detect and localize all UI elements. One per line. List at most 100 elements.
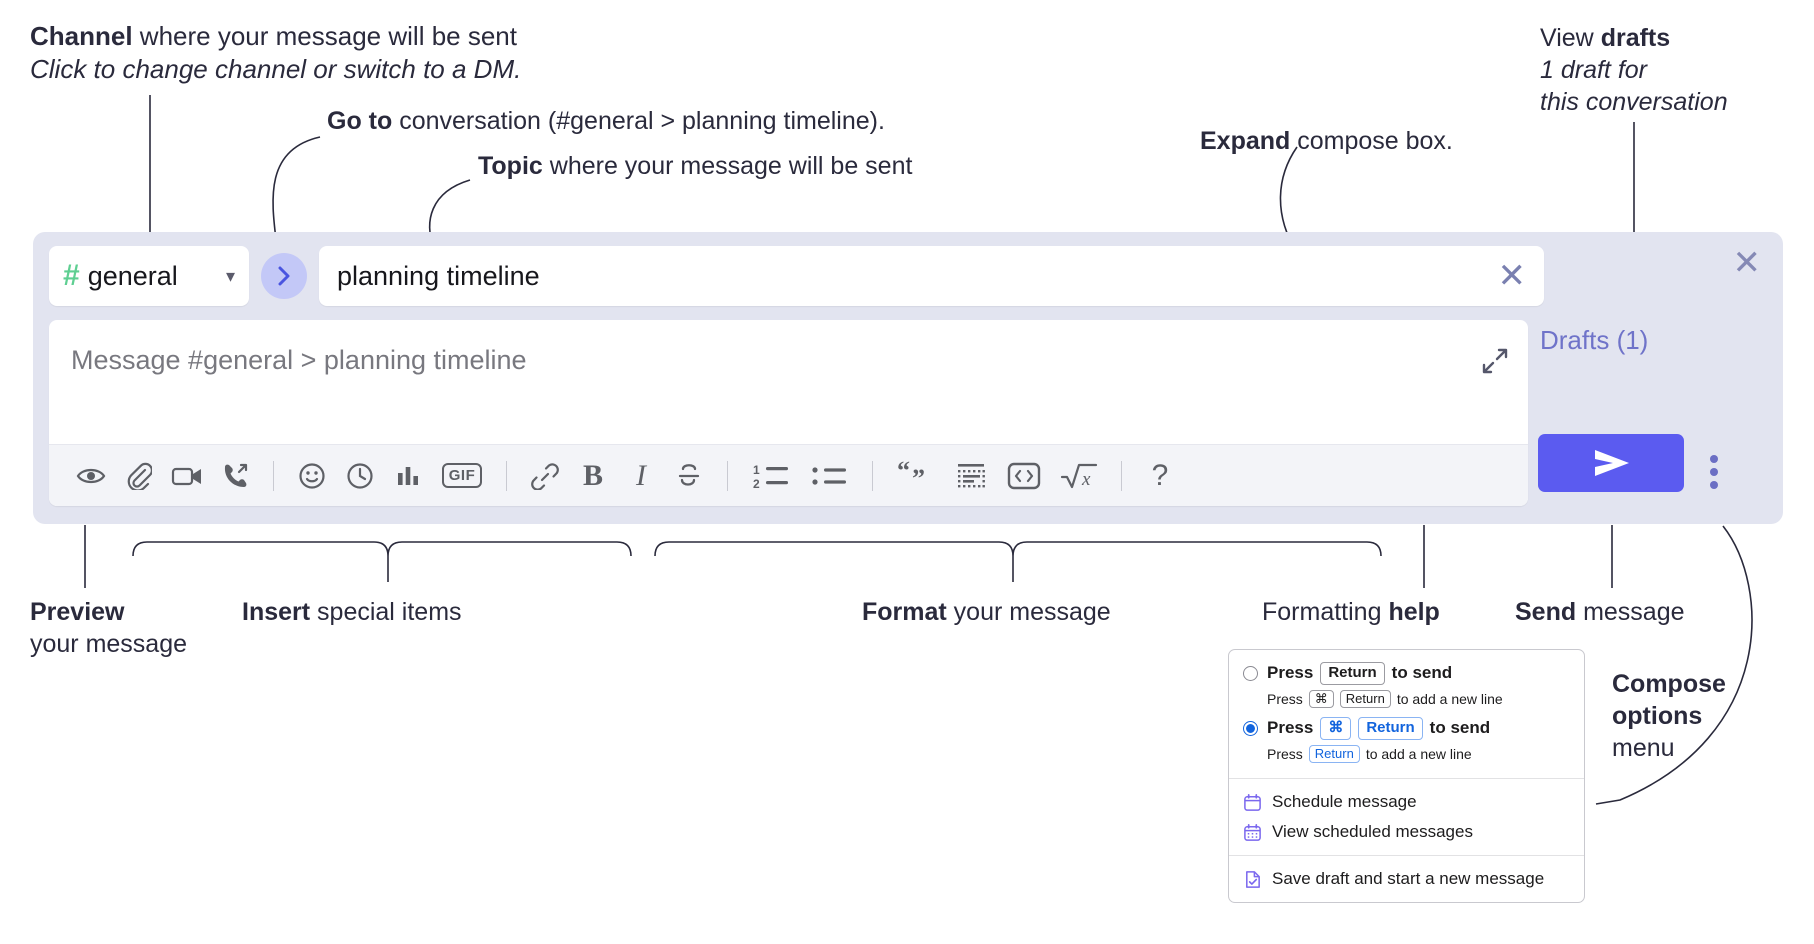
menu-divider	[1229, 855, 1584, 856]
annotation-format-bold: Format	[862, 598, 947, 626]
strikethrough-icon[interactable]	[665, 454, 713, 498]
annotation-goto-rest: conversation (#general > planning timeli…	[392, 107, 885, 135]
close-icon[interactable]: ✕	[1497, 257, 1527, 295]
annotation-goto: Go to conversation (#general > planning …	[327, 105, 1027, 137]
link-icon[interactable]	[521, 454, 569, 498]
video-clip-icon[interactable]	[163, 454, 211, 498]
bold-icon[interactable]: B	[569, 454, 617, 498]
italic-label: I	[636, 458, 646, 492]
bold-label: B	[582, 458, 603, 492]
message-input-area[interactable]: Message #general > planning timeline	[49, 320, 1528, 506]
poll-icon[interactable]	[384, 454, 432, 498]
option-1-main-pre: Press	[1267, 718, 1314, 738]
chevron-right-icon	[278, 266, 289, 286]
send-button[interactable]	[1538, 434, 1684, 492]
annotation-send-rest: message	[1576, 598, 1685, 626]
annotation-drafts: View drafts 1 draft for this conversatio…	[1540, 22, 1814, 118]
channel-name: general	[87, 260, 178, 291]
annotation-channel-bold: Channel	[30, 21, 133, 51]
menu-divider	[1229, 778, 1584, 779]
annotation-help-bold: help	[1388, 598, 1440, 626]
annotation-help-pre: Formatting	[1262, 598, 1389, 626]
option-0-sub-pre: Press	[1267, 690, 1303, 707]
annotation-preview: Preview your message	[30, 596, 250, 660]
annotation-expand-rest: compose box.	[1290, 127, 1453, 155]
compose-options-button[interactable]	[1710, 455, 1718, 489]
annotation-send: Send message	[1515, 596, 1755, 628]
kebab-dot	[1710, 481, 1718, 489]
expand-icon[interactable]	[1482, 348, 1508, 379]
annotation-drafts-bold: drafts	[1600, 24, 1671, 52]
annotation-preview-bold: Preview	[30, 598, 125, 626]
annotation-send-bold: Send	[1515, 598, 1577, 626]
bulleted-list-icon[interactable]	[800, 454, 858, 498]
code-block-icon[interactable]	[945, 454, 997, 498]
annotation-goto-bold: Go to	[327, 107, 393, 135]
svg-text:x: x	[1081, 469, 1091, 490]
annotation-format-rest: your message	[946, 598, 1111, 626]
kebab-dot	[1710, 455, 1718, 463]
gif-icon[interactable]: GIF	[432, 454, 492, 498]
kebab-dot	[1710, 468, 1718, 476]
clock-icon[interactable]	[336, 454, 384, 498]
option-1-sub-post: to add a new line	[1365, 745, 1472, 762]
option-1-sub-pre: Press	[1267, 745, 1303, 762]
annotation-compose-bold2: options	[1612, 702, 1703, 730]
option-0-sub-post: to add a new line	[1396, 690, 1503, 707]
calendar-list-icon	[1244, 823, 1261, 841]
inline-code-icon[interactable]	[997, 454, 1051, 498]
svg-text:2: 2	[753, 477, 760, 490]
menu-option-0-subtext: Press ⌘ Return to add a new line	[1229, 687, 1584, 715]
annotation-drafts-italic1: 1 draft for	[1540, 56, 1647, 84]
annotation-drafts-pre: View	[1540, 24, 1601, 52]
toolbar-divider	[1121, 460, 1122, 491]
emoji-icon[interactable]	[288, 454, 336, 498]
go-to-conversation-button[interactable]	[261, 253, 307, 299]
menu-item-label: View scheduled messages	[1272, 822, 1473, 841]
radio-icon[interactable]	[1243, 665, 1258, 681]
formatting-toolbar: GIF B I	[49, 444, 1528, 506]
calendar-schedule-icon	[1244, 793, 1261, 811]
annotation-format: Format your message	[862, 596, 1192, 628]
annotation-insert: Insert special items	[242, 596, 562, 628]
menu-item-save-draft[interactable]: Save draft and start a new message	[1229, 864, 1584, 894]
annotation-drafts-italic2: this conversation	[1540, 88, 1728, 116]
ordered-list-icon[interactable]: 1 2	[742, 454, 800, 498]
key-command: ⌘	[1308, 689, 1334, 708]
compose-options-menu: Press Return to send Press ⌘ Return to a…	[1228, 649, 1585, 903]
key-return: Return	[1308, 744, 1360, 763]
option-1-main-post: to send	[1429, 718, 1491, 738]
toolbar-divider	[872, 460, 873, 491]
radio-icon-selected[interactable]	[1243, 720, 1258, 736]
send-paper-plane-icon	[1595, 450, 1629, 476]
menu-option-cmd-return-to-send[interactable]: Press ⌘ Return to send	[1229, 715, 1584, 742]
compose-panel: ✕ # general ▾ planning timeline ✕ Messag…	[33, 232, 1783, 524]
gif-label: GIF	[441, 463, 483, 488]
attachment-icon[interactable]	[115, 454, 163, 498]
annotation-help: Formatting help	[1262, 596, 1502, 628]
drafts-link[interactable]: Drafts (1)	[1540, 325, 1649, 355]
channel-selector[interactable]: # general ▾	[49, 246, 249, 306]
audio-clip-icon[interactable]	[211, 454, 259, 498]
math-icon[interactable]: x	[1051, 454, 1107, 498]
menu-option-return-to-send[interactable]: Press Return to send	[1229, 660, 1584, 687]
menu-item-view-scheduled[interactable]: View scheduled messages	[1229, 817, 1584, 847]
annotation-compose-rest: menu	[1612, 734, 1675, 762]
svg-text:“: “	[897, 461, 910, 485]
blockquote-icon[interactable]: “ ”	[887, 454, 945, 498]
preview-icon[interactable]	[67, 454, 115, 498]
topic-input[interactable]: planning timeline ✕	[319, 246, 1544, 306]
message-placeholder: Message #general > planning timeline	[71, 345, 527, 375]
annotation-topic-rest: where your message will be sent	[542, 152, 913, 180]
close-icon[interactable]: ✕	[1732, 244, 1762, 282]
annotation-topic: Topic where your message will be sent	[478, 150, 1098, 182]
annotation-expand: Expand compose box.	[1200, 125, 1530, 157]
help-icon[interactable]: ?	[1136, 454, 1184, 498]
annotation-insert-bold: Insert	[242, 598, 311, 626]
option-0-main-post: to send	[1391, 663, 1453, 683]
annotation-insert-rest: special items	[310, 598, 462, 626]
italic-icon[interactable]: I	[617, 454, 665, 498]
annotation-channel-rest: where your message will be sent	[132, 21, 517, 51]
menu-item-schedule-message[interactable]: Schedule message	[1229, 787, 1584, 817]
option-0-main-pre: Press	[1267, 663, 1314, 683]
